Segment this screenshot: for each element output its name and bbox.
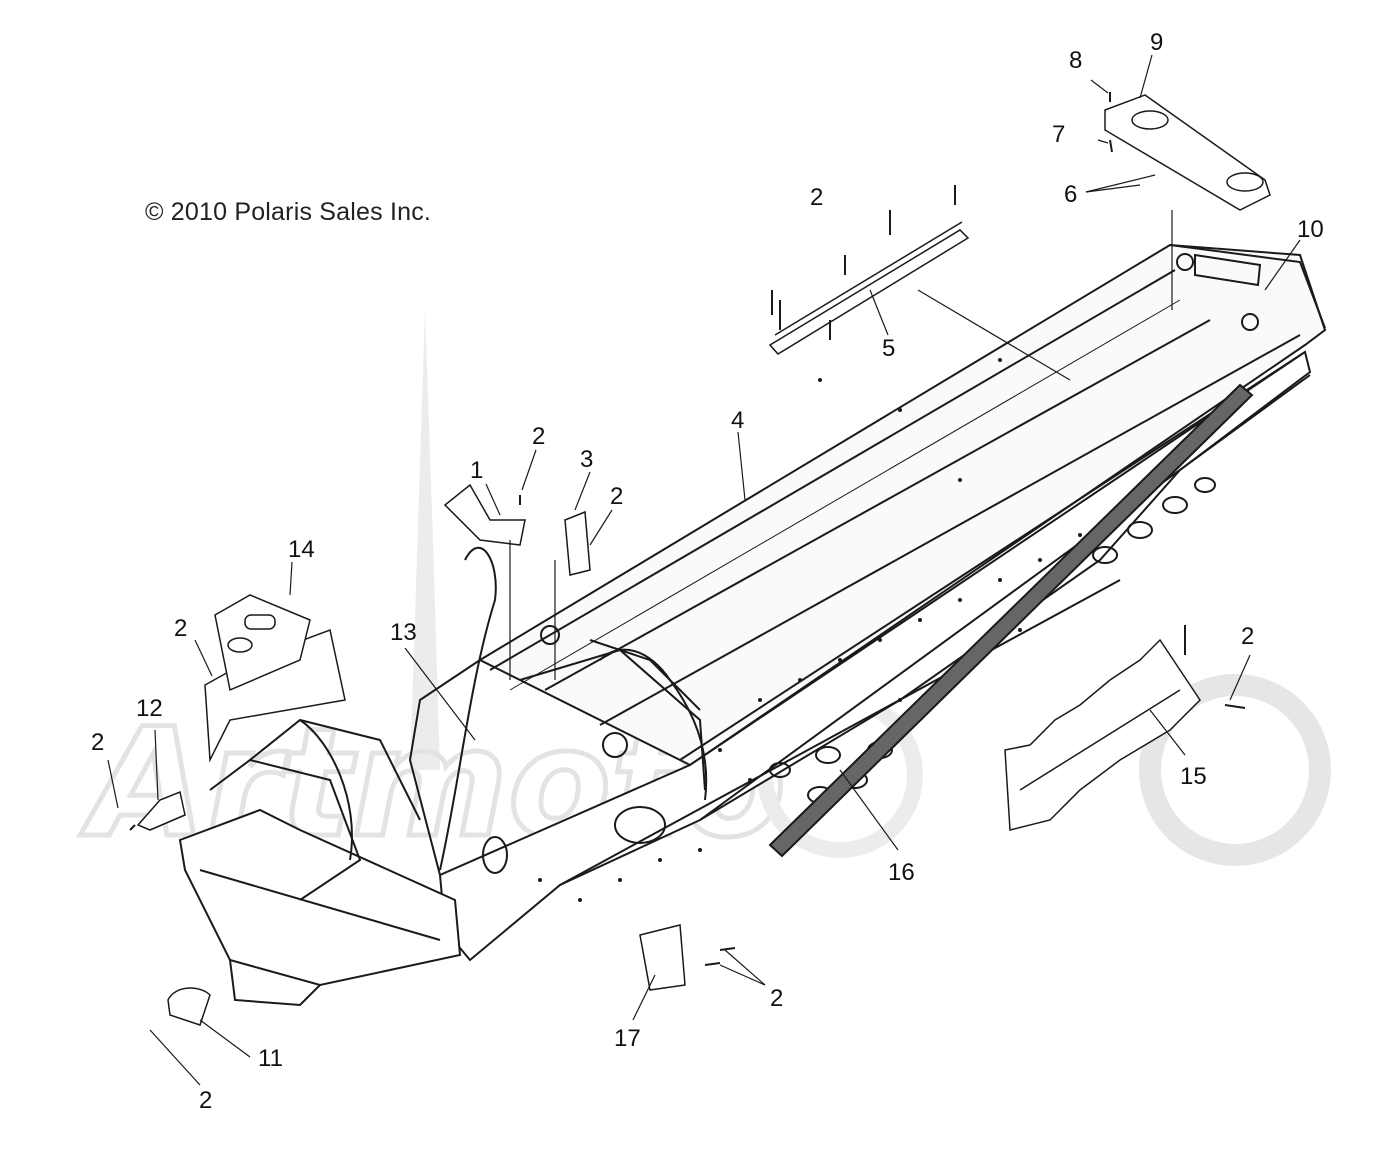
callout-11: 11 xyxy=(258,1045,283,1072)
callout-8: 8 xyxy=(1069,47,1082,74)
tunnel-chassis xyxy=(178,243,1327,1007)
fasteners xyxy=(129,92,1246,966)
small-parts xyxy=(136,483,686,1026)
callout-4: 4 xyxy=(731,407,744,434)
callout-12: 12 xyxy=(136,695,163,722)
part-9-bracket xyxy=(1104,94,1271,211)
part-14-bracket xyxy=(204,594,346,763)
callout-10: 10 xyxy=(1297,216,1324,243)
callout-2: 2 xyxy=(199,1087,212,1114)
callout-17: 17 xyxy=(614,1025,641,1052)
callout-2: 2 xyxy=(1241,623,1254,650)
callout-13: 13 xyxy=(390,619,417,646)
leader-lines xyxy=(107,54,1301,1086)
callout-1: 1 xyxy=(470,457,483,484)
callout-2: 2 xyxy=(810,184,823,211)
callout-14: 14 xyxy=(288,536,315,563)
callout-2: 2 xyxy=(610,483,623,510)
part-16-strip xyxy=(768,383,1254,858)
part-5-bar xyxy=(768,221,970,355)
callout-2: 2 xyxy=(91,729,104,756)
copyright-notice: © 2010 Polaris Sales Inc. xyxy=(145,198,432,226)
callout-3: 3 xyxy=(580,446,593,473)
callout-9: 9 xyxy=(1150,29,1163,56)
callout-6: 6 xyxy=(1064,181,1077,208)
callout-15: 15 xyxy=(1180,763,1207,790)
callout-7: 7 xyxy=(1052,121,1065,148)
callout-2: 2 xyxy=(532,423,545,450)
callout-16: 16 xyxy=(888,859,915,886)
callouts: 1 2 3 2 4 2 5 6 7 8 9 10 14 2 13 12 2 2 … xyxy=(91,29,1324,1114)
callout-5: 5 xyxy=(882,335,895,362)
part-15-plate xyxy=(1004,638,1201,831)
callout-2: 2 xyxy=(770,985,783,1012)
callout-2: 2 xyxy=(174,615,187,642)
